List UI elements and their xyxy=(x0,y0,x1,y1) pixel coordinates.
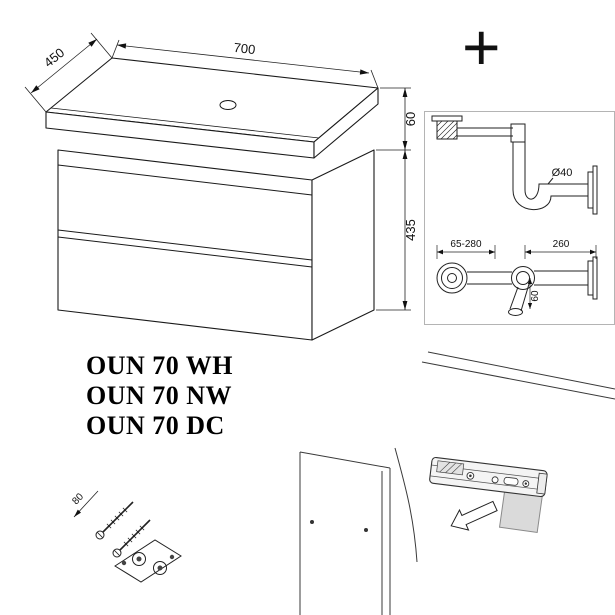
outlet-length-label: 260 xyxy=(553,239,570,250)
p-trap xyxy=(512,189,588,210)
basin-inner-line xyxy=(50,107,320,139)
adjustable-range-label: 65-280 xyxy=(450,239,482,250)
trap-nut xyxy=(510,123,526,143)
countertop-right-edge xyxy=(313,87,379,159)
screw xyxy=(95,501,134,540)
drain-flange xyxy=(431,115,463,122)
screw-hole xyxy=(364,528,368,532)
cabinet-drawing: 700 450 60 435 xyxy=(24,32,418,341)
dim-counter-height-label: 60 xyxy=(403,112,418,126)
faucet-hole xyxy=(219,100,237,110)
drain-top-view xyxy=(436,262,468,294)
mounting-plate xyxy=(114,539,182,583)
model-list: OUN 70 WH OUN 70 NW OUN 70 DC xyxy=(86,351,233,441)
cabinet-side-face xyxy=(311,149,375,341)
screw xyxy=(112,519,151,558)
model-name: OUN 70 NW xyxy=(86,381,233,410)
dim-width-label: 700 xyxy=(233,40,256,57)
drawer-gap-line xyxy=(57,229,313,261)
pipe-diameter-label: Ø40 xyxy=(552,167,573,179)
screw-hole xyxy=(310,520,314,524)
model-name: OUN 70 WH xyxy=(86,351,234,380)
fixing-detail: 80 xyxy=(70,490,182,583)
drawer-gap-line xyxy=(57,236,313,268)
trap-joint-top-view xyxy=(511,266,535,290)
slide-rail xyxy=(429,456,548,498)
drawer-top-line xyxy=(57,164,313,196)
wall-flange xyxy=(587,171,594,209)
plus-symbol: + xyxy=(462,10,501,84)
model-name: OUN 70 DC xyxy=(86,411,225,440)
offset-label: 60 xyxy=(530,290,541,302)
dim-body-height-label: 435 xyxy=(403,219,418,241)
panel-curve xyxy=(394,447,418,563)
siphon-diagram: Ø40 65-280 260 xyxy=(424,111,615,325)
direction-arrow-icon xyxy=(450,500,498,531)
screw-length-label: 80 xyxy=(70,491,86,507)
drawer-slide-detail xyxy=(299,351,615,615)
